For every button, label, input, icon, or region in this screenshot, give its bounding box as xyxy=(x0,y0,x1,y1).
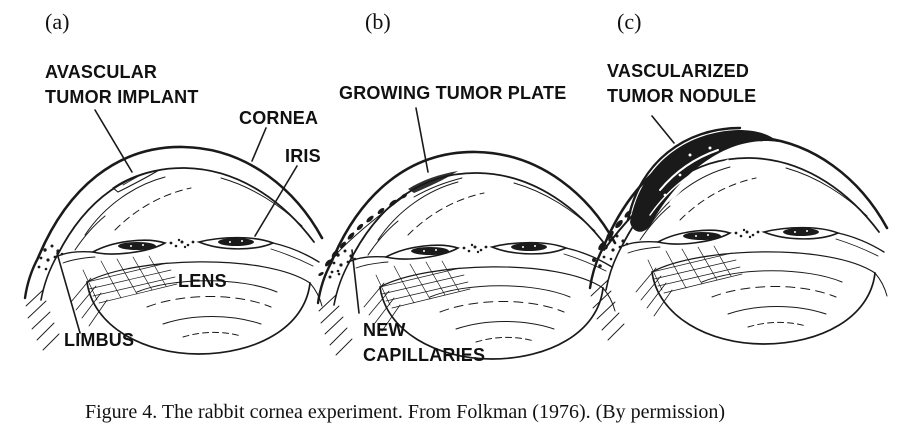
label-new-capillaries: NEW CAPILLARIES xyxy=(363,320,486,365)
panel-letter-c: (c) xyxy=(617,9,642,34)
figure-caption: Figure 4. The rabbit cornea experiment. … xyxy=(85,401,726,423)
panel-c-eye-drawing xyxy=(588,126,889,346)
panel-letter-b: (b) xyxy=(365,9,391,34)
leader-tumor-implant xyxy=(94,109,133,173)
label-limbus: LIMBUS xyxy=(64,330,135,350)
leader-tumor-nodule xyxy=(651,115,675,144)
label-leader-lines xyxy=(56,107,675,334)
label-vascularized-tumor-nodule: VASCULARIZED TUMOR NODULE xyxy=(607,61,757,106)
label-lens: LENS xyxy=(178,271,227,291)
leader-tumor-plate xyxy=(415,107,429,173)
panel-letter-a: (a) xyxy=(45,9,70,34)
leader-new-capillaries xyxy=(351,249,360,314)
label-growing-tumor-plate: GROWING TUMOR PLATE xyxy=(339,83,567,103)
leader-iris xyxy=(254,165,298,237)
label-iris: IRIS xyxy=(285,146,321,166)
panel-a-eye-drawing xyxy=(23,145,324,356)
label-avascular-tumor-implant: AVASCULAR TUMOR IMPLANT xyxy=(45,62,199,107)
label-cornea: CORNEA xyxy=(239,108,319,128)
leader-cornea xyxy=(251,127,267,162)
leader-limbus xyxy=(56,252,81,334)
panel-b-eye-drawing xyxy=(316,150,617,361)
